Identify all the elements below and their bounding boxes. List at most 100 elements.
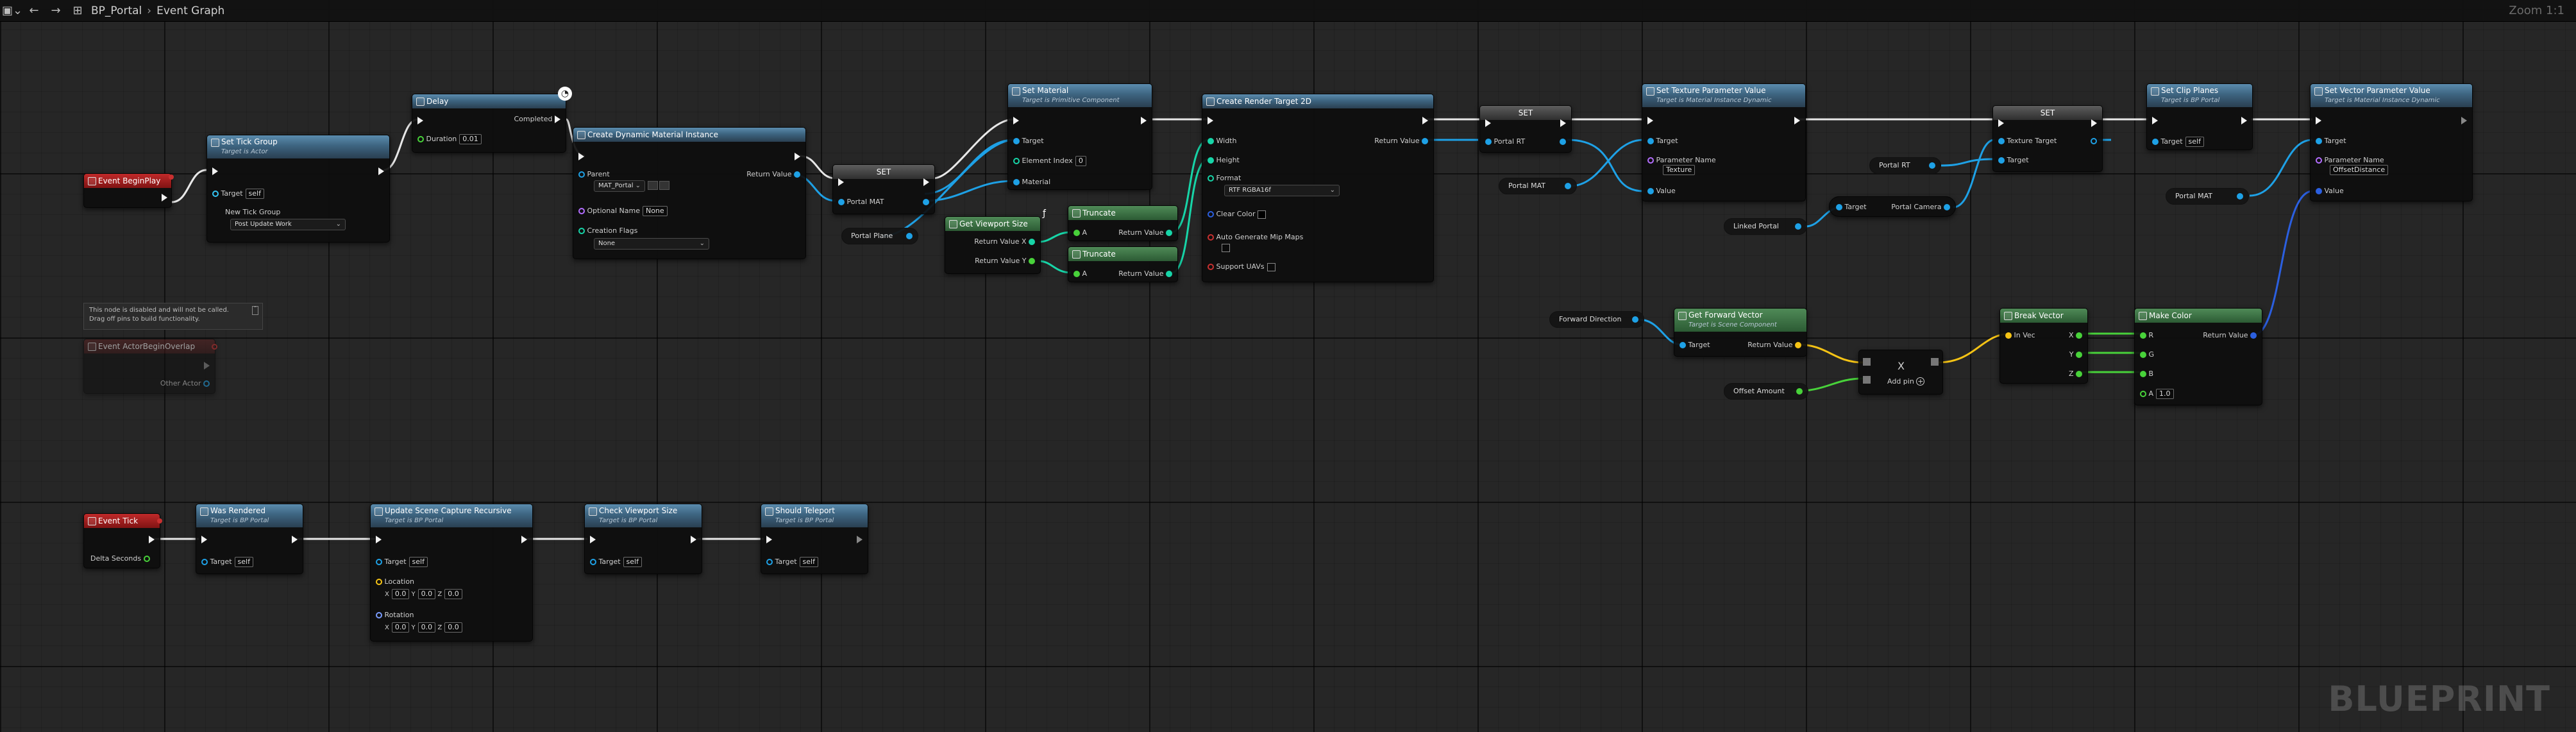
- parameter-name-field[interactable]: Texture: [1660, 165, 1696, 175]
- result-pin[interactable]: [1931, 358, 1939, 368]
- portal-mat-getter[interactable]: Portal MAT: [1499, 178, 1577, 194]
- height-pin[interactable]: Height: [1208, 156, 1240, 165]
- exec-in-pin[interactable]: [2316, 116, 2321, 125]
- graph-menu-icon[interactable]: ▣⌄: [1, 4, 23, 17]
- format-pin[interactable]: Format: [1208, 174, 1241, 183]
- event-delegate-pin[interactable]: [212, 342, 217, 351]
- location-pin[interactable]: Location: [376, 577, 414, 586]
- exec-out-pin[interactable]: [378, 167, 384, 176]
- format-dropdown[interactable]: RTF RGBA16f: [1224, 185, 1340, 196]
- set-texture-target-node[interactable]: SET Texture Target Target: [1992, 105, 2103, 172]
- event-beginplay-node[interactable]: Event BeginPlay: [83, 173, 174, 208]
- exec-in-pin[interactable]: [1647, 116, 1653, 125]
- exec-out-pin[interactable]: [1422, 116, 1428, 125]
- other-actor-pin[interactable]: Other Actor: [160, 379, 210, 388]
- a-pin[interactable]: [1863, 358, 1871, 368]
- target-pin[interactable]: Target: [1836, 203, 1867, 212]
- exec-in-pin[interactable]: [766, 535, 772, 544]
- exec-in-pin[interactable]: [417, 116, 423, 125]
- exec-in-pin[interactable]: [212, 167, 218, 176]
- portal-rt-out-pin[interactable]: [1560, 137, 1566, 146]
- b-pin[interactable]: B: [2140, 370, 2153, 379]
- exec-in-pin[interactable]: [2152, 116, 2158, 125]
- linked-portal-getter[interactable]: Linked Portal: [1724, 218, 1807, 235]
- clear-color-pin[interactable]: Clear Color: [1208, 210, 1267, 219]
- create-dynamic-material-instance-node[interactable]: Create Dynamic Material Instance Parent …: [573, 127, 806, 259]
- exec-in-pin[interactable]: [578, 152, 584, 161]
- portal-camera-pin[interactable]: Portal Camera: [1891, 203, 1950, 212]
- parameter-name-pin[interactable]: Parameter Name: [2316, 156, 2384, 165]
- back-arrow-icon[interactable]: ←: [29, 4, 39, 17]
- break-vector-node[interactable]: Break Vector In Vec X Y Z: [1999, 308, 2088, 384]
- creation-flags-dropdown[interactable]: None: [594, 238, 709, 250]
- target-pin[interactable]: Target: [1013, 137, 1044, 146]
- add-pin-button[interactable]: Add pin +: [1887, 377, 1925, 386]
- a-pin[interactable]: A: [1073, 269, 1087, 278]
- get-viewport-size-node[interactable]: Get Viewport Size ƒ Return Value X Retur…: [945, 209, 1046, 274]
- create-render-target-2d-node[interactable]: Create Render Target 2D Width Return Val…: [1202, 94, 1434, 282]
- width-pin[interactable]: Width: [1208, 137, 1236, 146]
- return-value-y-pin[interactable]: Return Value Y: [975, 257, 1035, 266]
- in-vec-pin[interactable]: In Vec: [2005, 331, 2035, 340]
- event-actor-begin-overlap-node[interactable]: Event ActorBeginOverlap Other Actor: [83, 339, 217, 394]
- exec-out-pin[interactable]: [2091, 119, 2097, 128]
- exec-in-pin[interactable]: [376, 535, 382, 544]
- exec-in-pin[interactable]: [1998, 119, 2004, 128]
- z-pin[interactable]: Z: [2069, 370, 2082, 379]
- truncate-node-1[interactable]: Truncate A Return Value: [1068, 205, 1178, 241]
- hierarchy-icon[interactable]: ⊞: [72, 4, 83, 17]
- parent-pin[interactable]: Parent: [578, 170, 610, 179]
- auto-generate-mips-checkbox[interactable]: [1222, 243, 1230, 252]
- b-pin[interactable]: [1863, 376, 1871, 386]
- portal-mat-getter-2[interactable]: Portal MAT: [2166, 188, 2249, 205]
- exec-out-pin[interactable]: [204, 361, 210, 370]
- exec-out-pin[interactable]: [2461, 116, 2467, 125]
- parent-asset-dropdown[interactable]: MAT_Portal: [594, 180, 669, 192]
- support-uavs-pin[interactable]: Support UAVs: [1208, 262, 1275, 271]
- multiply-node[interactable]: X Add pin +: [1858, 350, 1943, 395]
- completed-pin[interactable]: Completed: [514, 115, 560, 124]
- exec-out-pin[interactable]: [691, 535, 696, 544]
- exec-out-pin[interactable]: [923, 178, 929, 187]
- breadcrumb-asset[interactable]: BP_Portal: [91, 4, 142, 17]
- exec-out-pin[interactable]: [1560, 119, 1566, 128]
- parameter-name-pin[interactable]: Parameter Name: [1647, 156, 1716, 165]
- x-pin[interactable]: X: [2069, 331, 2082, 340]
- a-pin[interactable]: A: [1073, 228, 1087, 237]
- set-portal-mat-node[interactable]: SET Portal MAT: [832, 164, 935, 214]
- return-value-x-pin[interactable]: Return Value X: [974, 237, 1035, 246]
- exec-out-pin[interactable]: [292, 535, 298, 544]
- parameter-name-field[interactable]: OffsetDistance: [2327, 165, 2389, 175]
- return-value-pin[interactable]: Return Value: [1747, 341, 1801, 350]
- target-pin[interactable]: Target: [1998, 156, 2029, 165]
- forward-arrow-icon[interactable]: →: [51, 4, 61, 17]
- portal-camera-getter[interactable]: Target Portal Camera: [1829, 196, 1956, 217]
- exec-in-pin[interactable]: [1485, 119, 1491, 128]
- exec-out-pin[interactable]: [2241, 116, 2247, 125]
- exec-out-pin[interactable]: [162, 193, 167, 202]
- g-pin[interactable]: G: [2140, 350, 2154, 359]
- texture-target-out-pin[interactable]: [2091, 137, 2097, 146]
- exec-out-pin[interactable]: [795, 152, 800, 161]
- portal-plane-getter[interactable]: Portal Plane: [841, 228, 918, 244]
- exec-in-pin[interactable]: [1208, 116, 1213, 125]
- exec-out-pin[interactable]: [521, 535, 527, 544]
- exec-in-pin[interactable]: [1013, 116, 1019, 125]
- target-pin[interactable]: Target: [2316, 137, 2346, 146]
